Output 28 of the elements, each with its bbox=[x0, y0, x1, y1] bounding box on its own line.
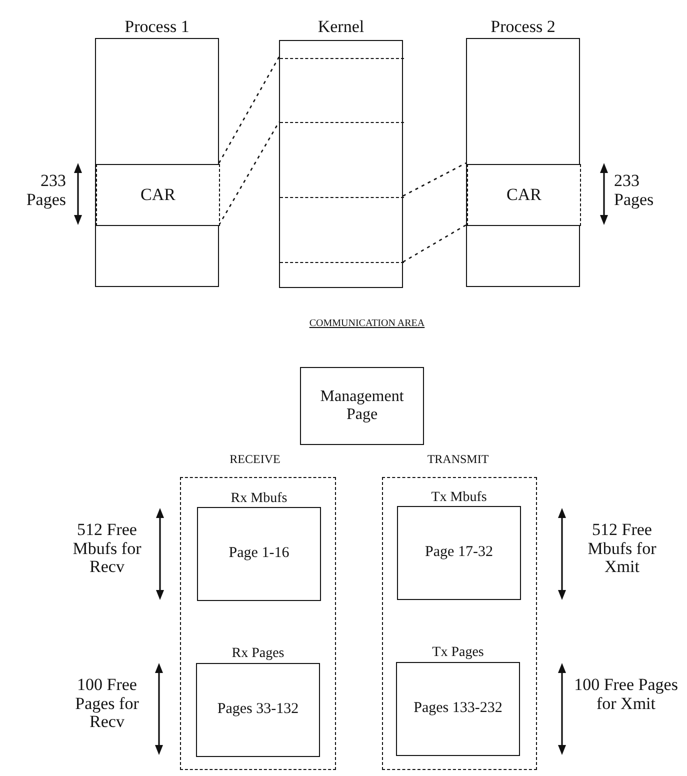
section-title: Process 2 bbox=[490, 18, 556, 37]
section-title: Process 1 bbox=[124, 18, 190, 37]
dotted-mapping-line bbox=[402, 224, 466, 263]
section-title: RECEIVE bbox=[228, 453, 282, 466]
dotted-mapping-line bbox=[402, 162, 466, 197]
memory-region bbox=[280, 58, 404, 123]
shared-region-band: CAR bbox=[467, 164, 581, 226]
page-range: Page 1-16 bbox=[228, 545, 290, 563]
dimension-label: 100 Free Pages for Recv bbox=[74, 676, 140, 732]
section-title: Kernel bbox=[316, 18, 366, 37]
section-title: Rx Mbufs bbox=[230, 491, 288, 506]
section-title: Tx Mbufs bbox=[430, 490, 488, 506]
page-range: Pages 133-232 bbox=[414, 700, 502, 718]
dimension-label: 100 Free Pages for Xmit bbox=[573, 676, 679, 714]
dotted-mapping-line bbox=[218, 56, 280, 164]
dimension-label: 233 Pages bbox=[614, 172, 655, 210]
section-heading: COMMUNICATION AREA bbox=[308, 318, 426, 329]
page-range: Pages 33-132 bbox=[217, 701, 299, 719]
section-title: Rx Pages bbox=[230, 646, 286, 662]
dimension-label: 512 Free Mbufs for Recv bbox=[72, 521, 142, 578]
page-range: Page 17-32 bbox=[425, 544, 493, 562]
dimension-label: 233 Pages bbox=[25, 172, 66, 210]
memory-region bbox=[280, 197, 404, 263]
page-box: Management Page bbox=[300, 367, 424, 445]
section-title: Tx Pages bbox=[431, 645, 485, 660]
dimension-label: 512 Free Mbufs for Xmit bbox=[586, 521, 658, 578]
shared-region-band: CAR bbox=[96, 164, 220, 226]
section-title: TRANSMIT bbox=[426, 453, 490, 466]
